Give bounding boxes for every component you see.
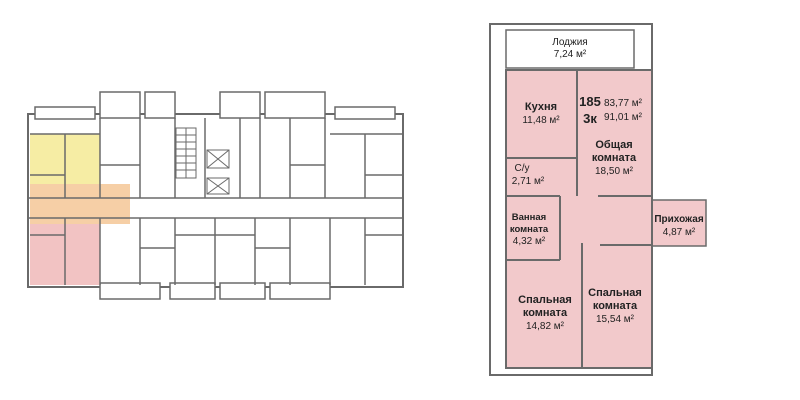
bedroom1-name-2: комната bbox=[523, 307, 568, 319]
wc-name: С/у bbox=[515, 163, 530, 174]
apartment-area-total: 91,01 м² bbox=[604, 112, 643, 123]
apartment-area-living: 83,77 м² bbox=[604, 98, 643, 109]
living-room-name-1: Общая bbox=[595, 139, 632, 151]
kitchen-area: 11,48 м² bbox=[522, 115, 560, 126]
elevator-icon bbox=[206, 149, 230, 195]
bathroom-name-2: комната bbox=[510, 224, 549, 235]
apartment-number: 185 bbox=[579, 94, 601, 109]
bathroom-area: 4,32 м² bbox=[513, 236, 546, 247]
hallway-name: Прихожая bbox=[654, 214, 704, 225]
bathroom-name-1: Ванная bbox=[512, 212, 546, 223]
bedroom1-name-1: Спальная bbox=[518, 294, 572, 306]
bedroom2-name-2: комната bbox=[593, 300, 638, 312]
top-balconies bbox=[34, 91, 396, 120]
kitchen-name: Кухня bbox=[525, 101, 557, 113]
loggia bbox=[505, 29, 635, 69]
hallway-bump bbox=[651, 199, 707, 247]
apartment-walls bbox=[506, 70, 652, 368]
bedroom2-area: 15,54 м² bbox=[596, 314, 635, 325]
bedroom2-name-1: Спальная bbox=[588, 287, 642, 299]
apartment-area bbox=[506, 70, 652, 368]
floor-plan bbox=[27, 91, 404, 300]
interior-walls bbox=[30, 118, 403, 285]
wc-area: 2,71 м² bbox=[512, 176, 545, 187]
hallway-area: 4,87 м² bbox=[663, 227, 696, 238]
loggia-area: 7,24 м² bbox=[554, 49, 587, 60]
living-room-area: 18,50 м² bbox=[595, 166, 634, 177]
apartment-plan: Лоджия 7,24 м² Кухня 11,48 м² 185 3к 83,… bbox=[489, 23, 707, 376]
loggia-name: Лоджия bbox=[552, 37, 587, 48]
bedroom1-area: 14,82 м² bbox=[526, 321, 565, 332]
apartment-type: 3к bbox=[583, 111, 597, 126]
stairs-icon bbox=[175, 127, 197, 179]
bottom-balconies bbox=[99, 282, 331, 300]
living-room-name-2: комната bbox=[592, 152, 637, 164]
